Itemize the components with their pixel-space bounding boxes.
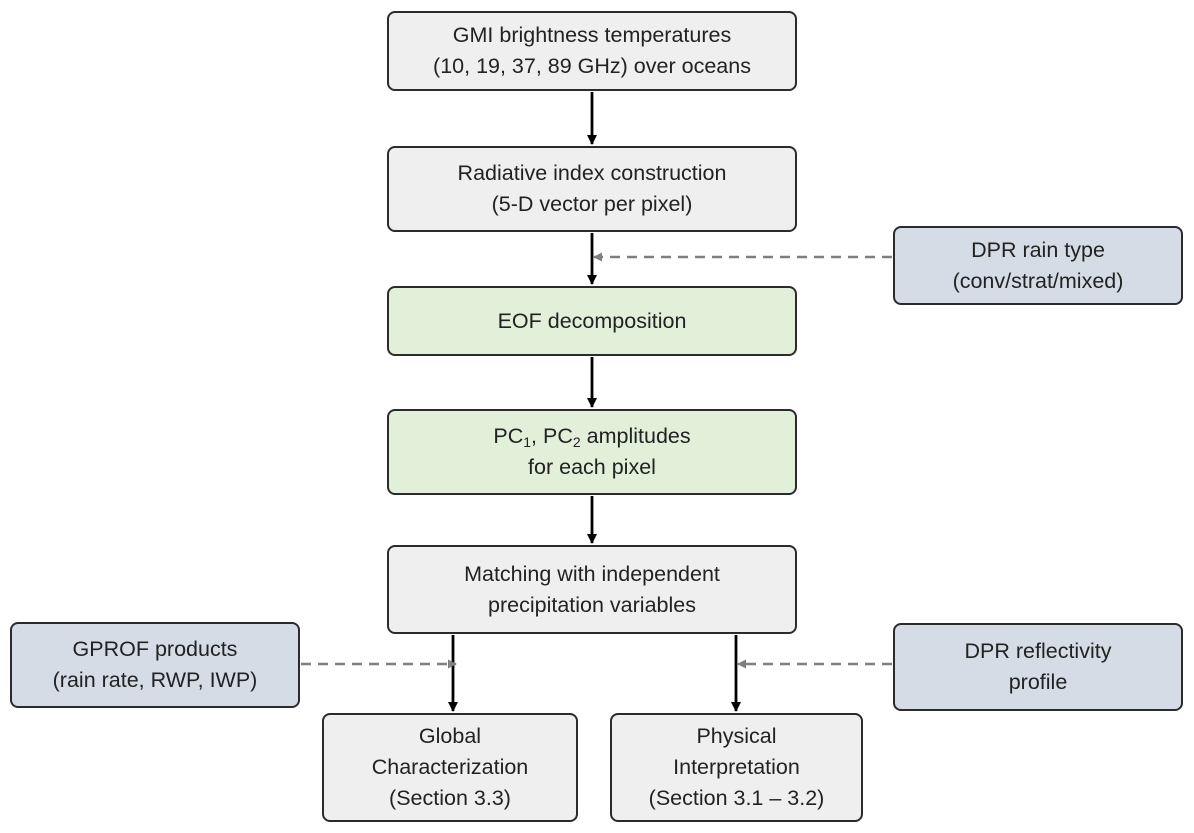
gmi-brightness-line2: (10, 19, 37, 89 GHz) over oceans — [433, 54, 751, 78]
pc-amplitudes-text: amplitudes — [580, 424, 691, 448]
radiative-index-line2: (5-D vector per pixel) — [491, 192, 693, 216]
radiative-index-line1: Radiative index construction — [457, 161, 727, 185]
global-line2: Characterization — [371, 755, 529, 779]
physical-line2: Interpretation — [673, 755, 800, 779]
global-characterization-node: Global Characterization (Section 3.3) — [322, 713, 578, 822]
matching-line1: Matching with independent — [464, 561, 720, 586]
dpr-rain-type-input: DPR rain type (conv/strat/mixed) — [893, 226, 1183, 305]
pc1-subscript: 1 — [523, 434, 532, 450]
physical-line1: Physical — [696, 724, 777, 748]
pc-amplitudes-node: PC1, PC2 amplitudes for each pixel — [387, 409, 797, 495]
global-line3: (Section 3.3) — [389, 786, 511, 810]
gprof-line1: GPROF products — [72, 637, 238, 661]
pc-separator: , PC — [531, 424, 573, 448]
gprof-products-input: GPROF products (rain rate, RWP, IWP) — [10, 622, 300, 708]
dpr-rain-type-line2: (conv/strat/mixed) — [952, 268, 1124, 293]
pc-amplitudes-line2: for each pixel — [528, 455, 656, 479]
dpr-reflectivity-line1: DPR reflectivity — [964, 639, 1112, 663]
gmi-brightness-line1: GMI brightness temperatures — [452, 23, 732, 47]
pc2-subscript: 2 — [572, 434, 581, 450]
radiative-index-node: Radiative index construction (5-D vector… — [387, 146, 797, 232]
pc-label: PC — [493, 424, 524, 448]
gmi-brightness-node: GMI brightness temperatures (10, 19, 37,… — [387, 11, 797, 91]
eof-decomposition-node: EOF decomposition — [387, 286, 797, 356]
dpr-rain-type-line1: DPR rain type — [971, 237, 1105, 262]
gprof-line2: (rain rate, RWP, IWP) — [52, 668, 258, 692]
physical-interpretation-node: Physical Interpretation (Section 3.1 – 3… — [610, 713, 863, 822]
dpr-reflectivity-input: DPR reflectivity profile — [893, 623, 1183, 711]
matching-node: Matching with independent precipitation … — [387, 545, 797, 634]
pc-amplitudes-line1: PC1, PC2 amplitudes — [493, 421, 690, 452]
dpr-reflectivity-line2: profile — [1008, 670, 1068, 694]
matching-line2: precipitation variables — [488, 592, 696, 617]
global-line1: Global — [418, 724, 482, 748]
physical-line3: (Section 3.1 – 3.2) — [648, 786, 825, 810]
eof-decomposition-label: EOF decomposition — [497, 308, 687, 333]
